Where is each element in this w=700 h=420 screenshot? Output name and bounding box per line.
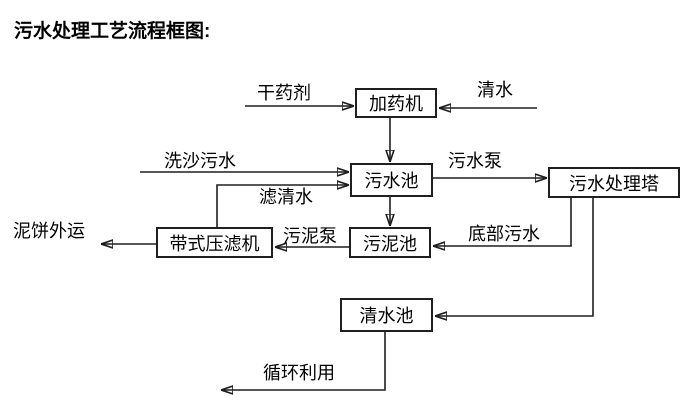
node-sludge-pool: 污泥池: [349, 227, 431, 258]
label-sand-wash-sewage: 洗沙污水: [164, 151, 236, 171]
node-clean-water-pool: 清水池: [340, 298, 433, 332]
label-bottom-sewage: 底部污水: [468, 224, 540, 244]
label-mud-cake-out: 泥饼外运: [13, 221, 85, 241]
node-sewage-pool: 污水池: [350, 163, 433, 197]
label-recycle: 循环利用: [263, 363, 335, 383]
label-clean-water: 清水: [477, 80, 513, 100]
arrow-tower-to-clean-pool: [435, 198, 594, 316]
node-dosing-machine: 加药机: [355, 88, 437, 118]
label-sewage-pump: 污水泵: [448, 151, 502, 171]
label-filtered-water: 滤清水: [259, 187, 313, 207]
arrow-recycle-out: [221, 332, 386, 390]
node-sewage-treatment-tower: 污水处理塔: [548, 167, 680, 198]
node-belt-filter-press: 带式压滤机: [156, 227, 273, 258]
label-dry-agent: 干药剂: [257, 83, 311, 103]
arrow-filtered-water-to-sewage-pool: [216, 185, 349, 227]
arrow-bottom-sewage-to-sludge-pool: [433, 198, 572, 246]
diagram-title: 污水处理工艺流程框图:: [14, 21, 211, 42]
label-sludge-pump: 污泥泵: [283, 226, 337, 246]
